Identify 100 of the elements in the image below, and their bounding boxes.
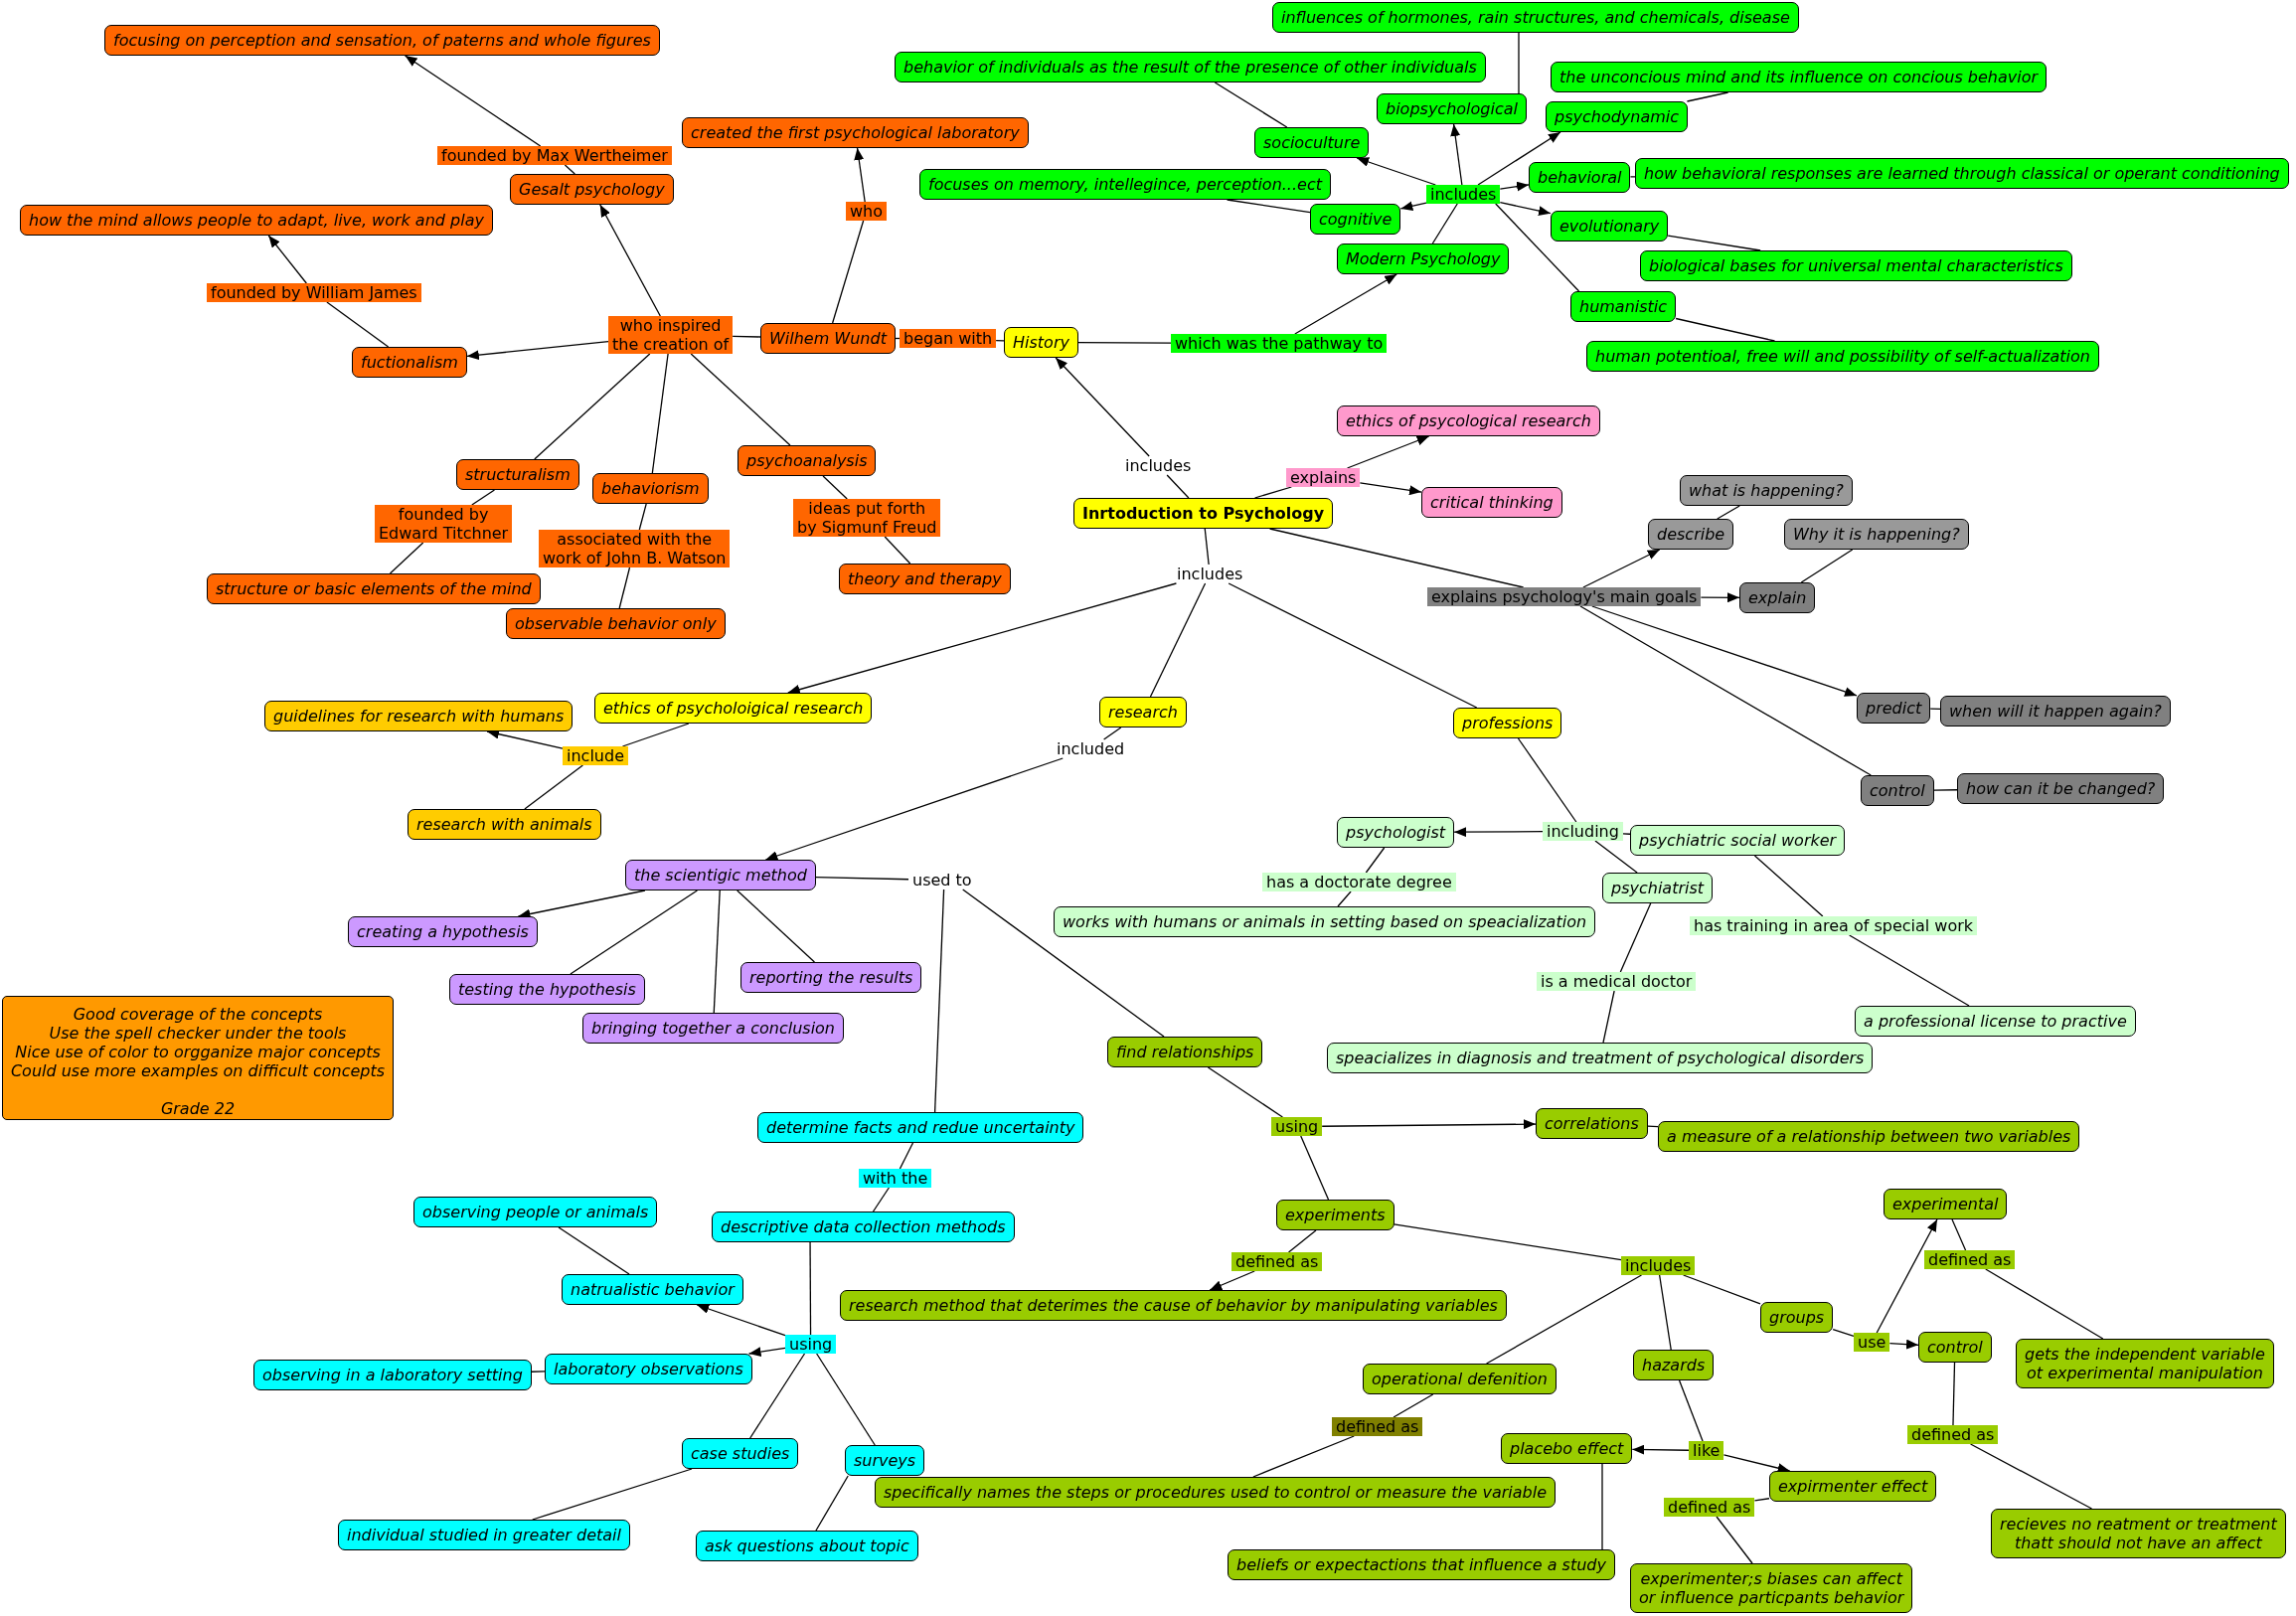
connector-line: [564, 164, 575, 175]
concept-box: professions: [1453, 708, 1562, 738]
linking-phrase: who inspired the creation of: [608, 316, 734, 354]
arrow: [1582, 549, 1661, 588]
concept-box: gets the independent variable ot experimental manipulation: [2016, 1339, 2274, 1388]
arrow: [599, 204, 661, 317]
connector-line: [884, 536, 911, 565]
linking-phrase: defined as: [1332, 1417, 1423, 1436]
arrow: [787, 582, 1178, 695]
connector-line: [1933, 789, 1958, 791]
concept-box: what is happening?: [1680, 475, 1853, 506]
connector-line: [1717, 505, 1740, 520]
connector-line: [1579, 605, 1872, 776]
connector-line: [1619, 902, 1652, 973]
linking-phrase: using: [785, 1335, 837, 1354]
concept-box: control: [1861, 775, 1934, 806]
arrow: [1055, 357, 1150, 457]
connector-line: [1683, 1274, 1761, 1305]
connector-line: [1207, 1066, 1283, 1118]
linking-phrase: ideas put forth by Sigmunf Freud: [793, 499, 941, 537]
concept-box: correlations: [1536, 1108, 1648, 1139]
arrow: [1346, 435, 1430, 469]
concept-box: laboratory observations: [545, 1354, 752, 1384]
connector-line: [749, 1353, 806, 1439]
concept-box: control: [1918, 1332, 1992, 1363]
concept-box: Wilhem Wundt: [760, 323, 896, 354]
concept-box: experimenter;s biases can affect or influence particpants behavior: [1630, 1563, 1913, 1613]
connector-line: [1431, 203, 1458, 244]
comment-text: Use the spell checker under the tools: [49, 1024, 347, 1043]
concept-box: testing the hypothesis: [449, 974, 645, 1005]
arrow: [1450, 123, 1463, 186]
connector-line: [732, 335, 761, 338]
concept-box: specifically names the steps or procedures used to control or measure the variable: [875, 1477, 1557, 1508]
arrow: [1631, 1444, 1690, 1455]
concept-box: a professional license to practive: [1855, 1006, 2136, 1037]
arrow: [466, 340, 609, 361]
connector-line: [1337, 890, 1352, 907]
concept-box: research method that deterimes the cause of behavior by manipulating variables: [840, 1290, 1507, 1321]
linking-phrase: includes: [1121, 456, 1196, 475]
linking-phrase: used to: [908, 871, 976, 889]
arrow: [1700, 592, 1740, 603]
linking-phrase: defined as: [1907, 1425, 1999, 1444]
concept-box: ask questions about topic: [696, 1531, 918, 1561]
linking-phrase: founded by Max Wertheimer: [437, 146, 672, 165]
connector-line: [1753, 855, 1824, 917]
concept-box: History: [1004, 327, 1078, 358]
linking-phrase: began with: [900, 329, 997, 348]
concept-box: behavior of individuals as the result of the presence of other individuals: [895, 52, 1486, 82]
arrow: [1359, 482, 1422, 496]
concept-box: behavioral: [1529, 162, 1631, 193]
arrow: [764, 757, 1064, 861]
concept-box: influences of hormones, rain structures, and chemicals, disease: [1272, 2, 1799, 33]
concept-box: humanistic: [1570, 291, 1677, 322]
connector-line: [899, 1142, 914, 1170]
concept-box: structure or basic elements of the mind: [207, 573, 541, 604]
concept-box: Why it is happening?: [1784, 519, 1969, 550]
connector-line: [570, 889, 699, 975]
arrow: [1399, 201, 1427, 212]
connector-line: [1228, 582, 1478, 709]
connector-line: [1485, 1274, 1643, 1365]
arrow: [1888, 1339, 1919, 1350]
arrow: [1591, 605, 1858, 697]
concept-box: reporting the results: [740, 962, 922, 993]
connector-line: [1517, 737, 1577, 823]
connector-line: [1252, 1435, 1355, 1478]
concept-box: focuses on memory, intellegince, perception...ect: [919, 169, 1331, 200]
linking-phrase: defined as: [1664, 1498, 1755, 1517]
concept-box: human potentioal, free will and possibility of self-actualization: [1586, 341, 2099, 372]
linking-phrase: founded by Edward Titchner: [375, 505, 513, 543]
connector-line: [895, 337, 901, 340]
concept-box: behaviorism: [592, 473, 709, 504]
concept-box: psychoanalysis: [738, 445, 877, 476]
connector-line: [1675, 317, 1776, 342]
arrow: [404, 55, 542, 147]
connector-line: [1103, 727, 1122, 740]
connector-line: [1594, 840, 1638, 874]
connector-line: [872, 1187, 890, 1212]
connector-line: [471, 489, 496, 506]
arrow: [1209, 1270, 1255, 1291]
concept-box: experimental: [1884, 1189, 2008, 1219]
concept-box: theory and therapy: [839, 564, 1011, 594]
arrow: [1356, 157, 1436, 186]
connector-line: [1969, 1443, 2093, 1510]
connector-line: [1952, 1362, 1956, 1426]
connector-line: [995, 339, 1005, 342]
concept-box: predict: [1857, 693, 1931, 724]
concept-box: creating a hypothesis: [348, 916, 538, 947]
arrow: [1294, 273, 1397, 335]
concept-box: determine facts and redue uncertainty: [757, 1112, 1084, 1143]
linking-phrase: included: [1053, 739, 1129, 758]
connector-line: [1848, 934, 1970, 1007]
linking-phrase: who: [846, 202, 887, 221]
linking-phrase: like: [1689, 1441, 1724, 1460]
connector-line: [1716, 1516, 1753, 1564]
connector-line: [1629, 176, 1636, 178]
linking-phrase: with the: [859, 1169, 932, 1188]
connector-line: [816, 1353, 876, 1446]
arrow: [1453, 827, 1544, 838]
concept-box: psychiatrist: [1602, 873, 1714, 903]
linking-phrase: has training in area of special work: [1690, 916, 1977, 935]
